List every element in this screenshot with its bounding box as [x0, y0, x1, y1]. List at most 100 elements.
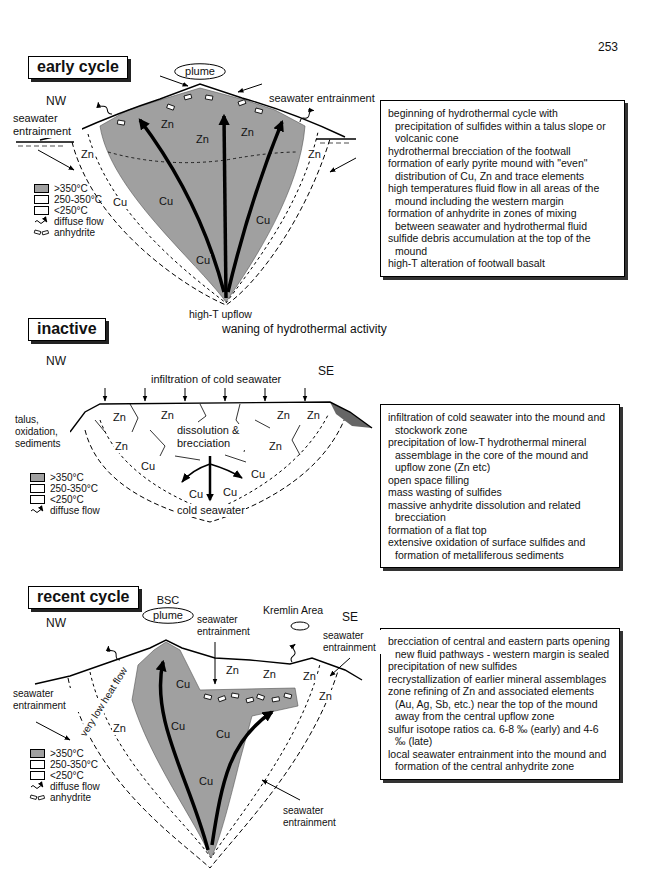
map-label: talus, oxidation, sediments [14, 414, 70, 449]
early-cross-section-part [238, 100, 246, 106]
panel-title-box: inactive [28, 318, 106, 341]
description-item: zone refining of Zn and associated eleme… [388, 685, 612, 723]
recent-cross-section-part [212, 712, 272, 845]
description-item: brecciation of central and eastern parts… [388, 635, 612, 660]
page-number: 253 [598, 40, 618, 54]
legend-swatch [30, 484, 45, 493]
ellipse-frame: plume [142, 607, 194, 624]
map-label: Cu [255, 214, 271, 227]
recent-cross-section-part [257, 694, 265, 700]
inactive-cross-section-part [225, 455, 246, 462]
description-box: infiltration of cold seawater into the m… [380, 404, 620, 568]
map-label: Cu [140, 460, 156, 473]
legend-text: >350°C [54, 183, 88, 194]
early-cross-section-part [88, 132, 318, 303]
recent-cross-section-part [284, 693, 292, 699]
inactive-cross-section-part [225, 388, 226, 401]
inactive-cross-section-part [210, 464, 242, 478]
early-cross-section-part [320, 143, 349, 144]
inactive-cross-section-part [265, 388, 266, 401]
map-label: cold seawater [176, 504, 246, 517]
map-label: Zn [268, 440, 283, 453]
legend-text: >350°C [50, 472, 84, 483]
panel-title-box: early cycle [28, 56, 128, 79]
site-heading: BSC [142, 594, 194, 607]
recent-cross-section-part [35, 640, 362, 684]
description-item: mass wasting of sulfides [388, 486, 612, 499]
ellipse-outline [143, 608, 193, 624]
description-item: local seawater entrainment into the moun… [388, 748, 612, 773]
map-label: Cu [198, 775, 214, 788]
description-item: precipitation of low-T hydrothermal mine… [388, 436, 612, 474]
legend-swatch [30, 749, 45, 758]
early-cross-section-part [330, 158, 356, 172]
recent-cross-section-part [262, 780, 300, 800]
description-item: beginning of hydrothermal cycle with pre… [388, 107, 617, 145]
description-box: brecciation of central and eastern parts… [380, 628, 620, 780]
early-cross-section-part [167, 104, 175, 110]
diffuse-flow-symbol [31, 786, 43, 789]
early-cross-section-part [140, 120, 224, 292]
map-label: Zn [262, 668, 277, 681]
description-item: formation of anhydrite in zones of mixin… [388, 207, 617, 232]
legend-text: <250°C [54, 205, 88, 216]
map-label: Zn [276, 409, 291, 422]
diffuse-flow-symbol [34, 217, 50, 226]
legend-text: anhydrite [50, 792, 91, 803]
legend-swatch [34, 206, 49, 215]
early-cross-section-part [97, 101, 113, 115]
panel-title: inactive [37, 320, 97, 338]
legend-text: <250°C [50, 770, 84, 781]
early-cross-section-part [18, 146, 63, 147]
inactive-cross-section-part [305, 388, 306, 401]
recent-cross-section-part [330, 658, 350, 676]
legend-entry: 250-350°C [34, 194, 102, 205]
inactive-cross-section-part [209, 456, 212, 500]
recent-cross-section-part [204, 694, 212, 700]
inactive-cross-section-part [185, 388, 186, 401]
legend-swatch [34, 184, 49, 193]
recent-cross-section-part [160, 662, 208, 850]
map-label: dissolution & brecciation [176, 424, 252, 450]
legend-entry: anhydrite [34, 227, 95, 238]
recent-cross-section-part [291, 622, 309, 630]
recent-cross-section [35, 622, 362, 868]
inactive-cross-section-part [255, 420, 270, 428]
anhydrite-symbol [38, 795, 45, 799]
legend-text: diffuse flow [50, 781, 100, 792]
legend-swatch [34, 195, 49, 204]
inactive-cross-section-part [105, 388, 106, 401]
map-label: Zn [307, 148, 322, 161]
description-item: open space filling [388, 474, 612, 487]
map-label: Cu [112, 196, 128, 209]
diffuse-flow-symbol [35, 221, 47, 224]
legend-swatch [30, 495, 45, 504]
early-cross-section-part [316, 138, 356, 139]
inactive-cross-section-part [198, 404, 206, 422]
map-label: Cu [158, 195, 174, 208]
map-label: seawater entrainment [322, 630, 382, 654]
anhydrite-symbol [30, 793, 46, 802]
recent-cross-section-part [218, 696, 226, 702]
map-label: Zn [112, 722, 127, 735]
legend-entry: >350°C [30, 472, 84, 483]
legend-text: anhydrite [54, 227, 95, 238]
recent-cross-section-part [36, 722, 70, 740]
map-label: seawater entrainment [12, 112, 82, 138]
map-label: waning of hydrothermal activity [222, 322, 387, 336]
inactive-cross-section-part [100, 415, 328, 512]
inactive-cross-section-part [95, 420, 105, 432]
map-label: Kremlin Area [262, 604, 324, 616]
inactive-cross-section-part [85, 418, 345, 522]
legend-text: 250-350°C [50, 483, 98, 494]
map-label: Cu [250, 468, 266, 481]
early-cross-section-part [38, 150, 74, 170]
description-item: massive anhydrite dissolution and relate… [388, 499, 612, 524]
map-label: Cu [188, 488, 204, 501]
panel-title: early cycle [37, 58, 119, 76]
recent-cross-section-part [107, 645, 121, 661]
map-label: seawater entrainment [12, 688, 80, 712]
ellipse-frame: plume [174, 63, 226, 80]
recent-cross-section-part [291, 644, 297, 662]
early-cross-section-part [100, 88, 305, 302]
